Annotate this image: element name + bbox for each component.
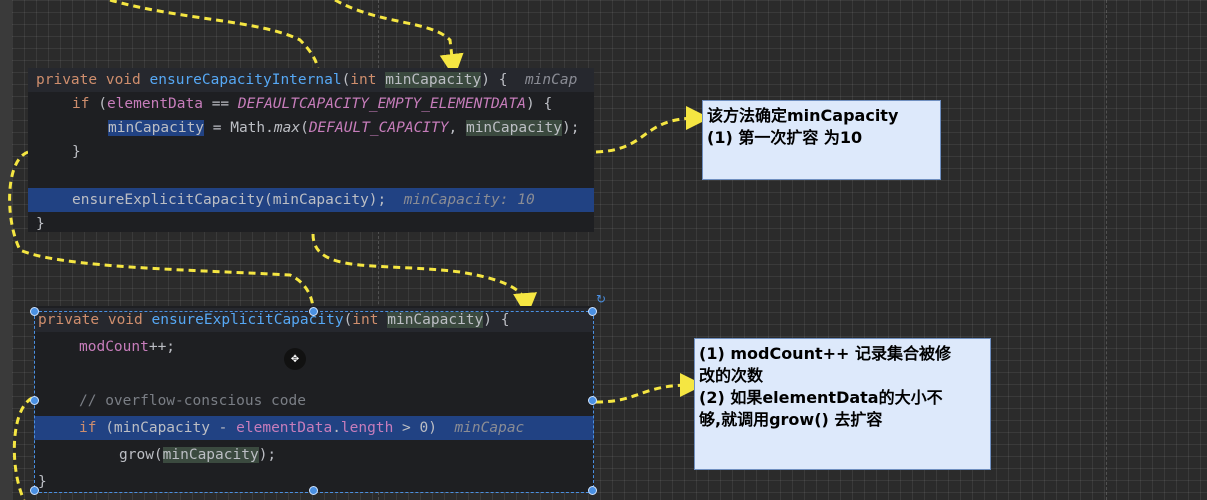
code-text: > 0) [393,420,437,436]
code-block-ensure-capacity-internal: private void ensureCapacityInternal(int … [28,68,594,232]
code-text: ); [562,120,580,136]
keyword: private [38,312,100,328]
inline-hint: minCap [524,72,578,88]
method-name: ensureExplicitCapacity [151,312,344,328]
resize-handle-top-left[interactable] [30,307,39,316]
canvas-left-strip [0,0,12,500]
code-text: ( [300,120,309,136]
code-line: } [28,212,594,236]
keyword: void [107,312,143,328]
resize-handle-top[interactable] [309,307,318,316]
code-text: ( [89,96,107,112]
field-name: elementData [236,420,333,436]
code-text: (minCapacity - [96,420,237,436]
arrow-top-left [109,0,320,73]
parameter: minCapacity [385,72,482,88]
code-line: private void ensureCapacityInternal(int … [28,68,594,92]
code-text: , [448,120,466,136]
resize-handle-top-right[interactable] [588,307,597,316]
arrow-left-loop-1 [8,150,315,309]
code-line: modCount++; [34,335,594,359]
keyword: if [79,420,97,436]
keyword: private [36,72,98,88]
code-block-ensure-explicit-capacity[interactable]: private void ensureExplicitCapacity(int … [34,306,594,492]
code-line: if (elementData == DEFAULTCAPACITY_EMPTY… [28,92,594,116]
code-line: private void ensureExplicitCapacity(int … [34,308,594,332]
code-line-highlighted: ensureExplicitCapacity(minCapacity); min… [28,188,594,212]
arrow-block1-to-block2 [311,233,538,317]
resize-handle-right[interactable] [588,396,597,405]
move-icon[interactable]: ✥ [284,348,306,370]
keyword: int [352,312,379,328]
note-text: 改的次数 [699,366,764,385]
constant: DEFAULT_CAPACITY [308,120,449,136]
code-text: . [332,420,341,436]
note-text: (1) 第一次扩容 为10 [707,128,863,147]
parameter: minCapacity [162,447,259,463]
code-line: minCapacity = Math.max(DEFAULT_CAPACITY,… [28,116,594,140]
code-text: ) { [483,312,510,328]
note-box-1[interactable]: 该方法确定minCapacity (1) 第一次扩容 为10 [702,100,941,180]
note-text: 够,就调用grow() 去扩容 [699,410,883,429]
brace: } [38,474,47,490]
resize-handle-bottom[interactable] [309,486,318,495]
code-line: } [28,140,594,164]
keyword: void [105,72,141,88]
constant: DEFAULTCAPACITY_EMPTY_ELEMENTDATA [237,96,526,112]
code-text: ); [258,447,277,463]
note-text: 该方法确定minCapacity [707,106,899,125]
keyword: if [72,96,90,112]
rotate-icon[interactable]: ↻ [596,292,607,306]
parameter: minCapacity [465,120,562,136]
note-box-2[interactable]: (1) modCount++ 记录集合被修 改的次数 (2) 如果element… [694,338,991,470]
code-comment: // overflow-conscious code [79,393,306,409]
keyword: int [350,72,377,88]
arrow-left-loop-2 [12,396,33,500]
code-text: ) { [525,96,553,112]
code-text: ( [341,72,351,88]
resize-handle-bottom-right[interactable] [588,486,597,495]
code-line: } [34,470,594,494]
method-call: ensureExplicitCapacity(minCapacity); [72,192,387,208]
method-name: ensureCapacityInternal [149,72,342,88]
inline-hint: minCapacity: 10 [403,192,535,208]
resize-handle-left[interactable] [30,396,39,405]
arrow-block2-to-note2 [595,373,704,404]
code-text: == [202,96,238,112]
code-text: ) { [481,72,508,88]
code-line: // overflow-conscious code [34,389,594,413]
field-name: elementData [106,96,203,112]
canvas-guide-line [1106,0,1107,500]
resize-handle-bottom-left[interactable] [30,486,39,495]
field-name: length [340,420,394,436]
brace: } [72,144,81,160]
variable: minCapacity [108,120,205,136]
code-line: grow(minCapacity); [34,443,594,467]
method-call: grow( [119,447,163,463]
selection-frame[interactable] [34,311,594,493]
field-name: modCount [79,339,149,355]
inline-hint: minCapac [454,420,525,436]
code-line-highlighted: if (minCapacity - elementData.length > 0… [34,416,594,440]
note-text: (1) modCount++ 记录集合被修 [699,344,951,363]
brace: } [36,216,45,232]
static-method: max [273,120,301,136]
note-text: (2) 如果elementData的大小不 [699,388,943,407]
canvas-guide-line [378,0,379,500]
code-text: = Math. [204,120,274,136]
parameter: minCapacity [387,312,484,328]
arrow-block1-to-note1 [595,106,710,154]
arrow-top-to-param [334,0,464,78]
code-text: ( [343,312,353,328]
code-text: ++; [148,339,176,355]
